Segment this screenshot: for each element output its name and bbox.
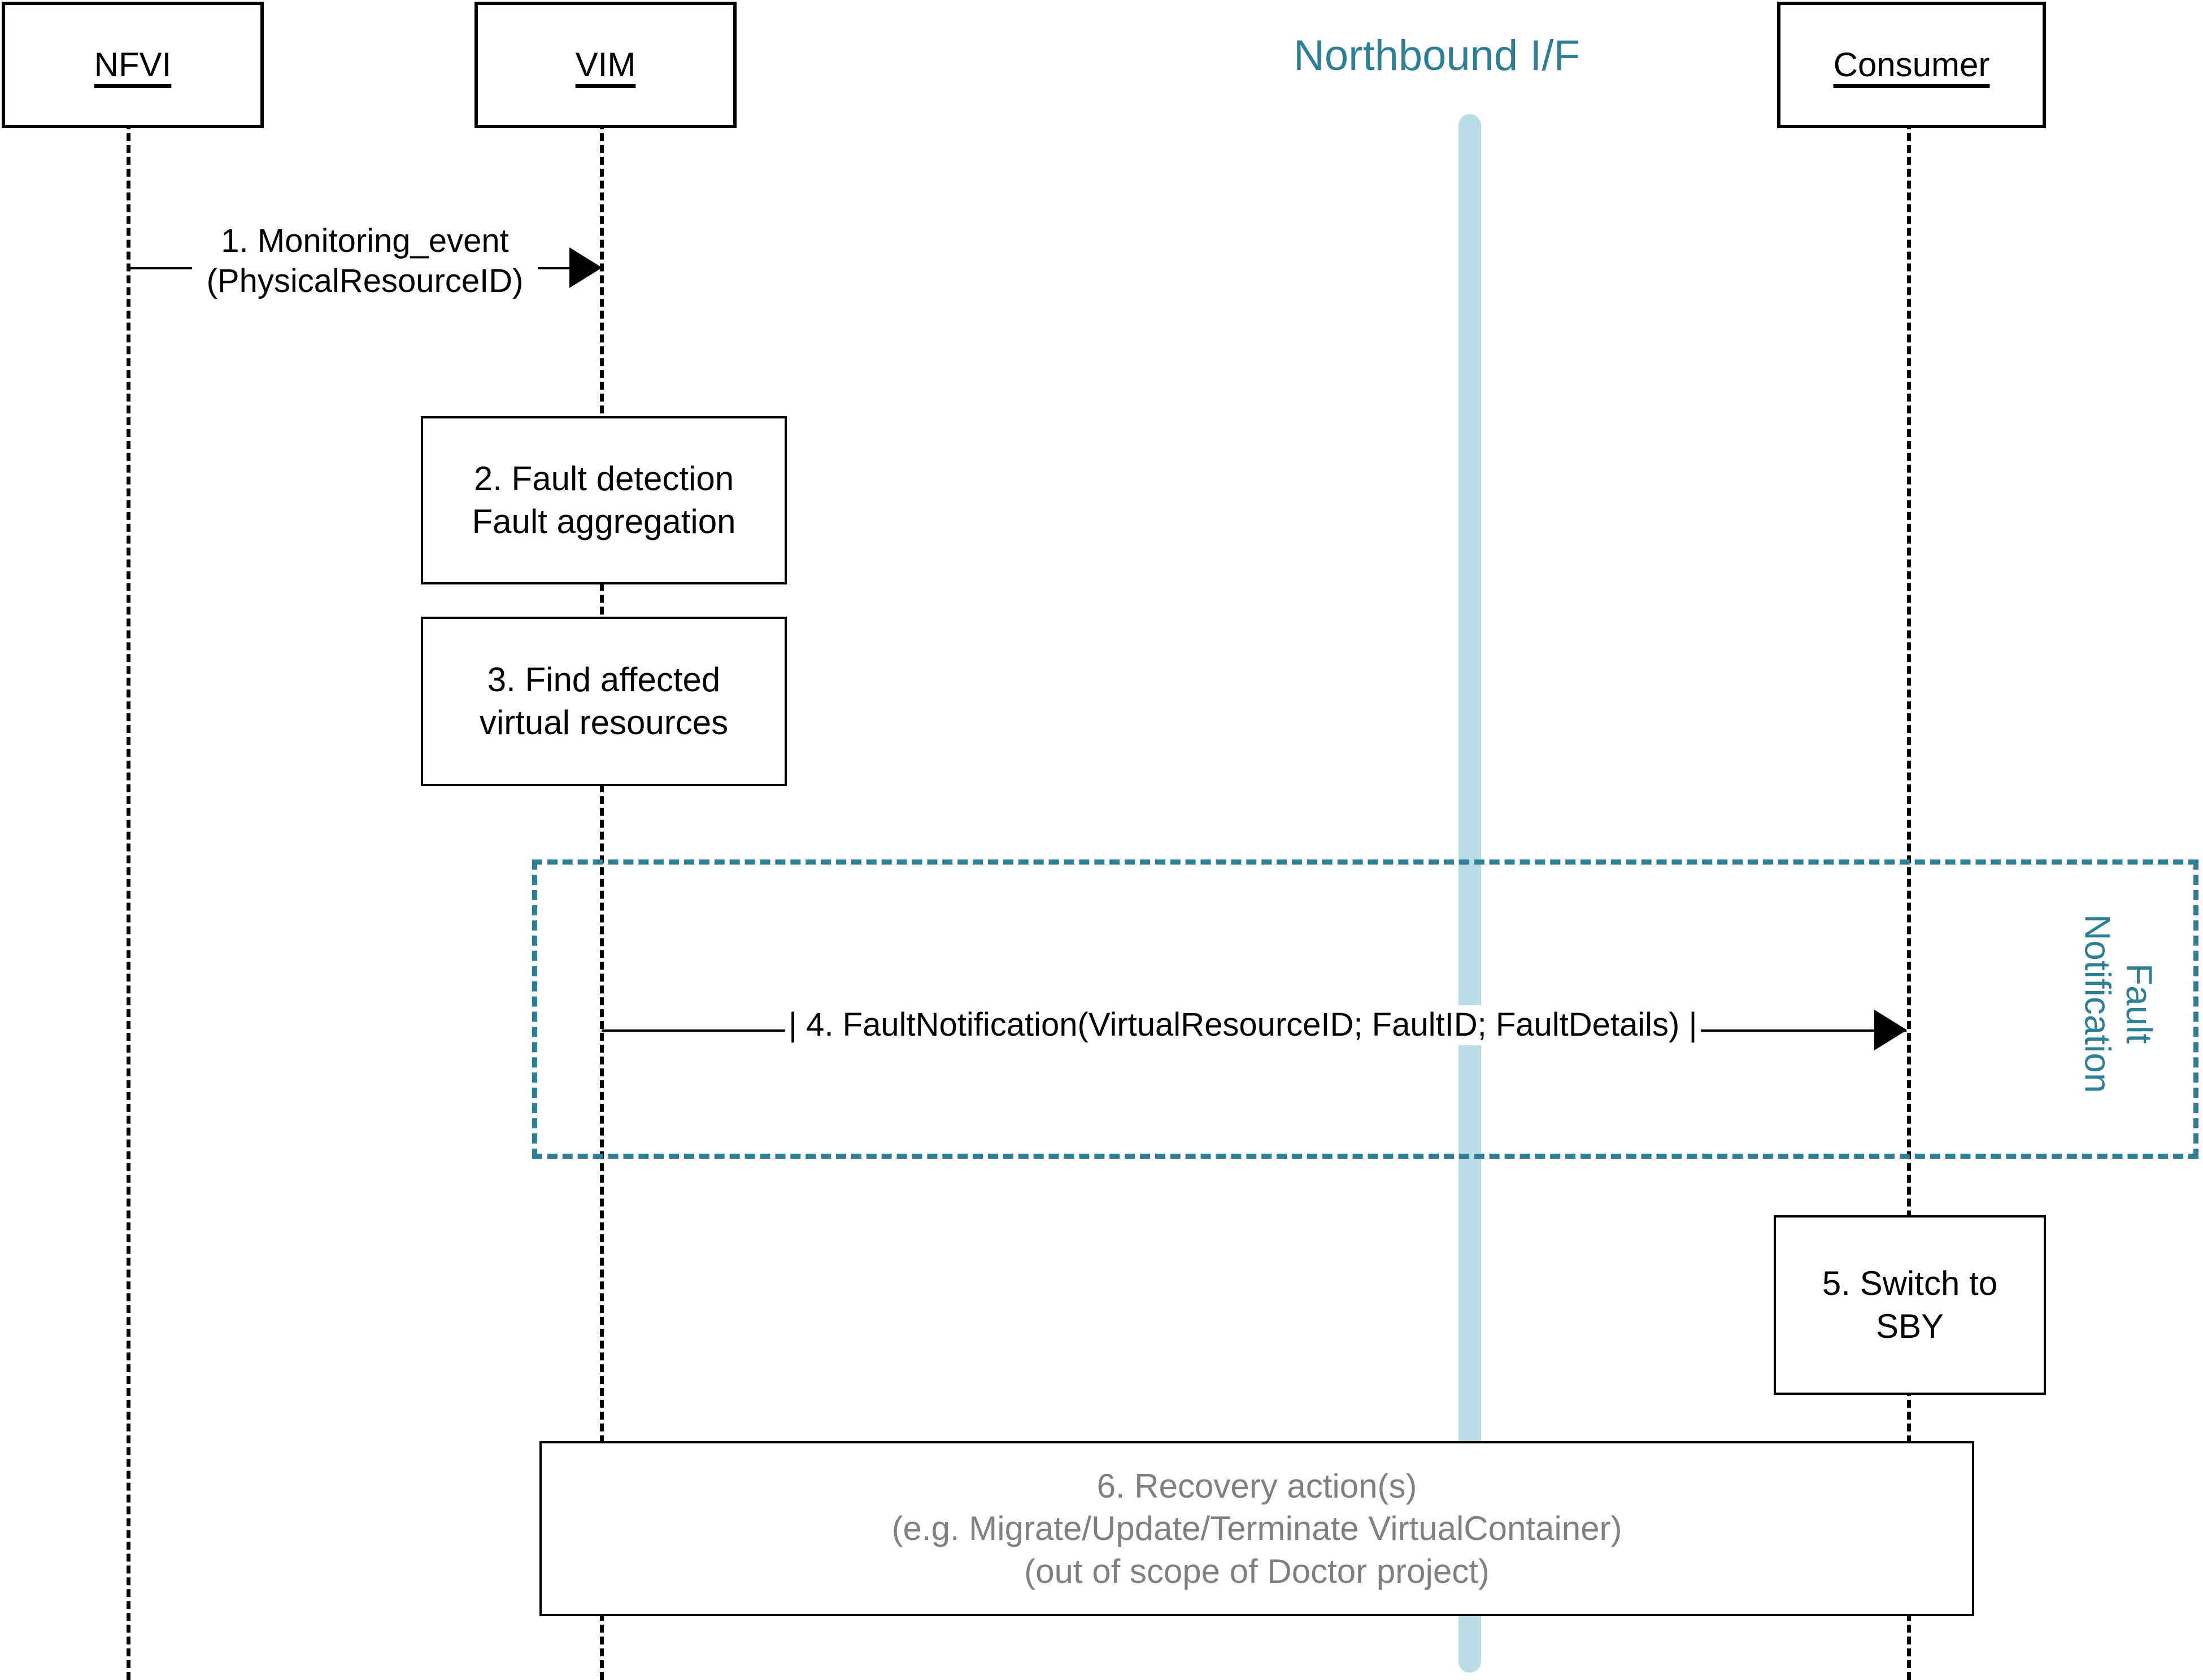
lifeline-vim: [600, 121, 604, 1680]
activity-box-recovery-actions[interactable]: 6. Recovery action(s) (e.g. Migrate/Upda…: [539, 1441, 1974, 1616]
actor-label-nfvi: NFVI: [94, 46, 172, 84]
activity-box-find-affected-resources[interactable]: 3. Find affected virtual resources: [421, 617, 787, 786]
activity-box-fault-detection[interactable]: 2. Fault detection Fault aggregation: [421, 416, 787, 584]
northbound-interface-label: Northbound I/F: [1294, 32, 1580, 80]
message-1-label: 1. Monitoring_event (PhysicalResourceID): [192, 221, 538, 302]
actor-label-vim: VIM: [575, 46, 636, 84]
message-4-arrowhead: [1874, 1010, 1907, 1050]
actor-box-vim[interactable]: VIM: [474, 2, 737, 128]
actor-box-nfvi[interactable]: NFVI: [2, 2, 264, 128]
activity-5-line-2: SBY: [1875, 1307, 1944, 1345]
actor-box-consumer[interactable]: Consumer: [1777, 2, 2046, 128]
activity-6-line-2: (e.g. Migrate/Update/Terminate VirtualCo…: [891, 1509, 1622, 1548]
activity-2-line-1: 2. Fault detection: [473, 460, 734, 498]
activity-3-line-1: 3. Find affected: [487, 661, 721, 699]
fault-notification-frame: [532, 859, 2198, 1159]
activity-5-line-1: 5. Switch to: [1822, 1264, 1998, 1303]
message-1-label-line-2: (PhysicalResourceID): [206, 262, 524, 299]
actor-label-consumer: Consumer: [1833, 46, 1990, 84]
message-1-label-line-1: 1. Monitoring_event: [221, 222, 509, 259]
activity-6-line-1: 6. Recovery action(s): [1096, 1467, 1417, 1505]
frame-title-line-1: Fault: [2119, 963, 2160, 1044]
message-1-arrowhead: [569, 247, 602, 288]
lifeline-nfvi: [127, 121, 130, 1680]
northbound-interface-bar: [1458, 114, 1481, 1673]
activity-3-line-2: virtual resources: [479, 704, 729, 741]
activity-box-switch-to-sby[interactable]: 5. Switch to SBY: [1774, 1215, 2046, 1395]
lifeline-consumer: [1907, 121, 1911, 1680]
activity-6-line-3: (out of scope of Doctor project): [1024, 1552, 1490, 1590]
fault-notification-frame-title: Fault Notification: [2076, 899, 2160, 1108]
frame-title-line-2: Notification: [2077, 914, 2118, 1093]
message-4-label: | 4. FaultNotification(VirtualResourceID…: [785, 1005, 1701, 1045]
activity-2-line-2: Fault aggregation: [472, 503, 736, 540]
